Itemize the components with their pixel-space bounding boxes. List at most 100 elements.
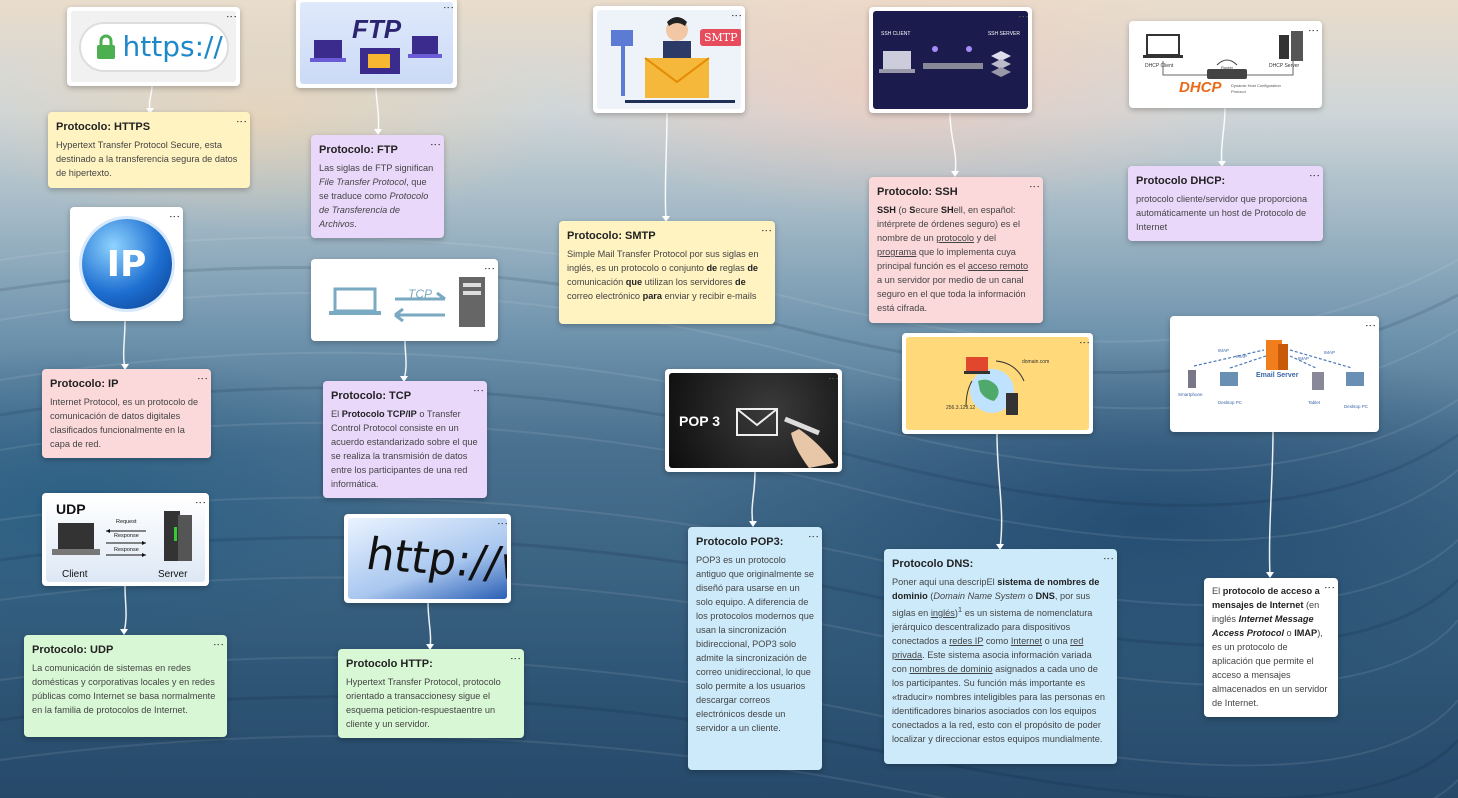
note-dns[interactable]: ⋮ Protocolo DNS: Poner aqui una descripE… bbox=[884, 549, 1117, 764]
more-vertical-icon[interactable]: ⋮ bbox=[194, 497, 206, 508]
dns-ip-label: 256.3.129.12 bbox=[946, 405, 976, 411]
imap-label: IMAP bbox=[1324, 350, 1336, 355]
note-udp[interactable]: ⋮ Protocolo: UDP La comunicación de sist… bbox=[24, 635, 227, 737]
udp-server-label: Server bbox=[158, 569, 188, 580]
more-vertical-icon[interactable]: ⋮ bbox=[429, 139, 441, 150]
note-http[interactable]: ⋮ Protocolo HTTP: Hypertext Transfer Pro… bbox=[338, 649, 524, 738]
note-tcp[interactable]: ⋮ Protocolo: TCP El Protocolo TCP/IP o T… bbox=[323, 381, 487, 498]
ssh-server-label: SSH SERVER bbox=[987, 31, 1020, 37]
smtp-illustration bbox=[611, 17, 735, 103]
tcp-image-card[interactable]: TCP ⋮ bbox=[311, 259, 498, 341]
more-vertical-icon[interactable]: ⋮ bbox=[760, 225, 772, 236]
more-vertical-icon[interactable]: ⋮ bbox=[509, 653, 521, 664]
note-title: Protocolo: TCP bbox=[331, 390, 412, 402]
more-vertical-icon[interactable]: ⋮ bbox=[212, 639, 224, 650]
link-protocolo[interactable]: protocolo bbox=[936, 233, 975, 243]
link-acceso-remoto[interactable]: acceso remoto bbox=[967, 261, 1029, 271]
note-ip[interactable]: ⋮ Protocolo: IP Internet Protocol, es un… bbox=[42, 369, 211, 458]
ip-image-card[interactable]: IP ⋮ bbox=[70, 207, 183, 321]
smtp-badge: SMTP bbox=[700, 29, 741, 46]
more-vertical-icon[interactable]: ⋮ bbox=[1323, 582, 1335, 593]
note-ssh[interactable]: ⋮ Protocolo: SSH SSH (o Secure SHell, en… bbox=[869, 177, 1043, 323]
link-programa[interactable]: programa bbox=[877, 247, 917, 257]
udp-response-label: Response bbox=[114, 533, 139, 539]
https-image-card[interactable]: https:// ⋮ bbox=[67, 7, 240, 86]
ftp-text: FTP bbox=[352, 14, 402, 44]
connector-ftp bbox=[375, 87, 380, 134]
note-dhcp[interactable]: ⋮ Protocolo DHCP: protocolo cliente/serv… bbox=[1128, 166, 1323, 241]
note-body: El protocolo de acceso a mensajes de Int… bbox=[1212, 586, 1328, 708]
imap-desktop-label: Desktop PC bbox=[1218, 400, 1243, 405]
connector-dhcp bbox=[1220, 107, 1226, 166]
ssh-illustration bbox=[879, 46, 1011, 77]
connector-http bbox=[427, 602, 432, 649]
note-title: Protocolo DNS: bbox=[892, 558, 974, 570]
imap-illustration bbox=[1188, 340, 1364, 390]
link-redes-ip[interactable]: redes IP bbox=[949, 636, 984, 647]
more-vertical-icon[interactable]: ⋮ bbox=[1102, 553, 1114, 564]
imap-label: IMAP bbox=[1236, 354, 1248, 359]
more-vertical-icon[interactable]: ⋮ bbox=[225, 11, 237, 22]
note-imap[interactable]: ⋮ El protocolo de acceso a mensajes de I… bbox=[1204, 578, 1338, 717]
more-vertical-icon[interactable]: ⋮ bbox=[196, 373, 208, 384]
note-https[interactable]: ⋮ Protocolo: HTTPS Hypertext Transfer Pr… bbox=[48, 112, 250, 188]
more-vertical-icon[interactable]: ⋮ bbox=[827, 373, 839, 384]
note-title: Protocolo: SSH bbox=[877, 186, 958, 198]
imap-label: IMAP bbox=[1298, 356, 1310, 361]
link-internet[interactable]: Internet bbox=[1010, 636, 1043, 647]
udp-image-card[interactable]: UDP Request Response Response Client Ser… bbox=[42, 493, 209, 586]
https-text: https:// bbox=[122, 30, 223, 63]
note-smtp[interactable]: ⋮ Protocolo: SMTP Simple Mail Transfer P… bbox=[559, 221, 775, 324]
note-title: Protocolo: FTP bbox=[319, 144, 398, 156]
note-title: Protocolo DHCP: bbox=[1136, 175, 1226, 187]
imap-image-card[interactable]: Email Server Smartphone Desktop PC Table… bbox=[1170, 316, 1379, 432]
connector-ip bbox=[122, 320, 126, 369]
more-vertical-icon[interactable]: ⋮ bbox=[483, 263, 495, 274]
link-red-privada[interactable]: red privada bbox=[892, 636, 1084, 661]
more-vertical-icon[interactable]: ⋮ bbox=[1307, 25, 1319, 36]
ssh-image-card[interactable]: SSH CLIENT SSH SERVER ⋮ bbox=[869, 7, 1032, 113]
dhcp-subtitle: Dynamic Host Configuration Protocol bbox=[1231, 83, 1281, 94]
dns-domain-label: domain.com bbox=[1022, 359, 1050, 365]
connector-pop3 bbox=[751, 471, 756, 526]
lock-icon bbox=[96, 34, 115, 59]
dhcp-server-label: DHCP Server bbox=[1269, 63, 1300, 69]
link-nombres-de-dominio[interactable]: nombres de dominio bbox=[909, 664, 993, 675]
imap-email-server-label: Email Server bbox=[1256, 372, 1299, 379]
more-vertical-icon[interactable]: ⋮ bbox=[730, 10, 742, 21]
http-image-card[interactable]: http://ww ⋮ bbox=[344, 514, 511, 603]
more-vertical-icon[interactable]: ⋮ bbox=[1364, 320, 1376, 331]
more-vertical-icon[interactable]: ⋮ bbox=[807, 531, 819, 542]
udp-title: UDP bbox=[56, 501, 86, 517]
note-body: POP3 es un protocolo antiguo que origina… bbox=[696, 555, 814, 733]
link-ingles[interactable]: inglés bbox=[930, 608, 955, 619]
dhcp-text: DHCP bbox=[1179, 79, 1222, 96]
connector-imap bbox=[1268, 431, 1274, 577]
note-body: El Protocolo TCP/IP o Transfer Control P… bbox=[331, 409, 478, 489]
more-vertical-icon[interactable]: ⋮ bbox=[496, 518, 508, 529]
smtp-image-card[interactable]: SMTP ⋮ bbox=[593, 6, 745, 113]
more-vertical-icon[interactable]: ⋮ bbox=[168, 211, 180, 222]
note-title: Protocolo POP3: bbox=[696, 536, 784, 548]
dns-image-card[interactable]: domain.com 256.3.129.12 ⋮ bbox=[902, 333, 1093, 434]
more-vertical-icon[interactable]: ⋮ bbox=[1028, 181, 1040, 192]
more-vertical-icon[interactable]: ⋮ bbox=[1017, 11, 1029, 22]
dns-illustration bbox=[964, 357, 1025, 415]
ip-text: IP bbox=[106, 243, 147, 285]
more-vertical-icon[interactable]: ⋮ bbox=[472, 385, 484, 396]
more-vertical-icon[interactable]: ⋮ bbox=[442, 2, 454, 13]
note-title: Protocolo: HTTPS bbox=[56, 121, 151, 133]
more-vertical-icon[interactable]: ⋮ bbox=[1078, 337, 1090, 348]
tcp-text: TCP bbox=[408, 287, 432, 301]
more-vertical-icon[interactable]: ⋮ bbox=[235, 116, 247, 127]
connector-smtp bbox=[664, 112, 668, 221]
note-pop3[interactable]: ⋮ Protocolo POP3: POP3 es un protocolo a… bbox=[688, 527, 822, 770]
ftp-image-card[interactable]: FTP ⋮ bbox=[296, 0, 457, 88]
more-vertical-icon[interactable]: ⋮ bbox=[1308, 170, 1320, 181]
ssh-client-label: SSH CLIENT bbox=[881, 31, 911, 37]
note-ftp[interactable]: ⋮ Protocolo: FTP Las siglas de FTP signi… bbox=[311, 135, 444, 238]
note-title: Protocolo: IP bbox=[50, 378, 119, 390]
pop3-image-card[interactable]: POP 3 ⋮ bbox=[665, 369, 842, 472]
address-bar: https:// bbox=[78, 21, 229, 72]
dhcp-image-card[interactable]: DHCP Client DHCP Server Router DHCP Dyna… bbox=[1129, 21, 1322, 108]
